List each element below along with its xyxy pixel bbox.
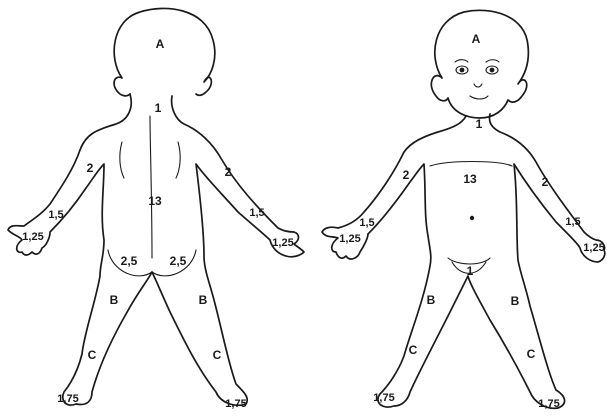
front-face xyxy=(455,60,499,99)
back-labels: A 1 2 2 13 1,5 1,5 1,25 1,25 2,5 2,5 B B… xyxy=(22,37,293,410)
back-label-foot-right: 1,75 xyxy=(225,398,246,410)
back-label-upper-arm-right: 2 xyxy=(225,165,232,179)
back-label-leg-left: C xyxy=(88,348,97,362)
back-label-forearm-right: 1,5 xyxy=(249,207,264,219)
back-label-buttock-left: 2,5 xyxy=(121,254,138,268)
front-label-leg-right: C xyxy=(527,347,536,361)
back-label-thigh-right: B xyxy=(199,293,208,307)
front-collar-line xyxy=(430,162,512,167)
back-label-trunk: 13 xyxy=(148,194,162,208)
front-label-forearm-right: 1,5 xyxy=(565,216,580,228)
back-spine-line xyxy=(150,116,152,258)
front-view-figure xyxy=(322,10,605,408)
front-label-head: A xyxy=(472,32,481,46)
front-head-outline xyxy=(431,10,528,118)
front-label-upper-arm-left: 2 xyxy=(403,168,410,182)
back-label-foot-left: 1,75 xyxy=(57,393,78,405)
back-label-thigh-left: B xyxy=(110,293,119,307)
back-scapula-left xyxy=(120,142,124,178)
front-label-trunk: 13 xyxy=(463,172,477,186)
front-label-genitals: 1 xyxy=(467,264,474,278)
back-body-outline xyxy=(8,94,304,405)
back-label-leg-right: C xyxy=(213,348,222,362)
front-label-hand-left: 1,25 xyxy=(339,233,360,245)
front-navel xyxy=(470,216,474,220)
back-label-hand-right: 1,25 xyxy=(272,237,293,249)
back-label-buttock-right: 2,5 xyxy=(170,254,187,268)
front-label-thigh-left: B xyxy=(427,293,436,307)
front-label-leg-left: C xyxy=(409,343,418,357)
front-label-thigh-right: B xyxy=(511,294,520,308)
back-label-head: A xyxy=(156,37,165,51)
back-label-forearm-left: 1,5 xyxy=(48,209,63,221)
front-label-upper-arm-right: 2 xyxy=(542,175,549,189)
front-body-outline xyxy=(322,114,605,408)
front-label-forearm-left: 1,5 xyxy=(359,217,374,229)
front-label-neck: 1 xyxy=(476,117,483,131)
back-scapula-right xyxy=(176,142,180,178)
back-head-outline xyxy=(114,8,215,95)
front-label-hand-right: 1,25 xyxy=(583,242,604,254)
back-label-upper-arm-left: 2 xyxy=(87,161,94,175)
back-label-hand-left: 1,25 xyxy=(22,231,43,243)
back-label-neck: 1 xyxy=(155,101,162,115)
front-label-foot-right: 1,75 xyxy=(538,398,559,410)
front-label-foot-left: 1,75 xyxy=(373,392,394,404)
